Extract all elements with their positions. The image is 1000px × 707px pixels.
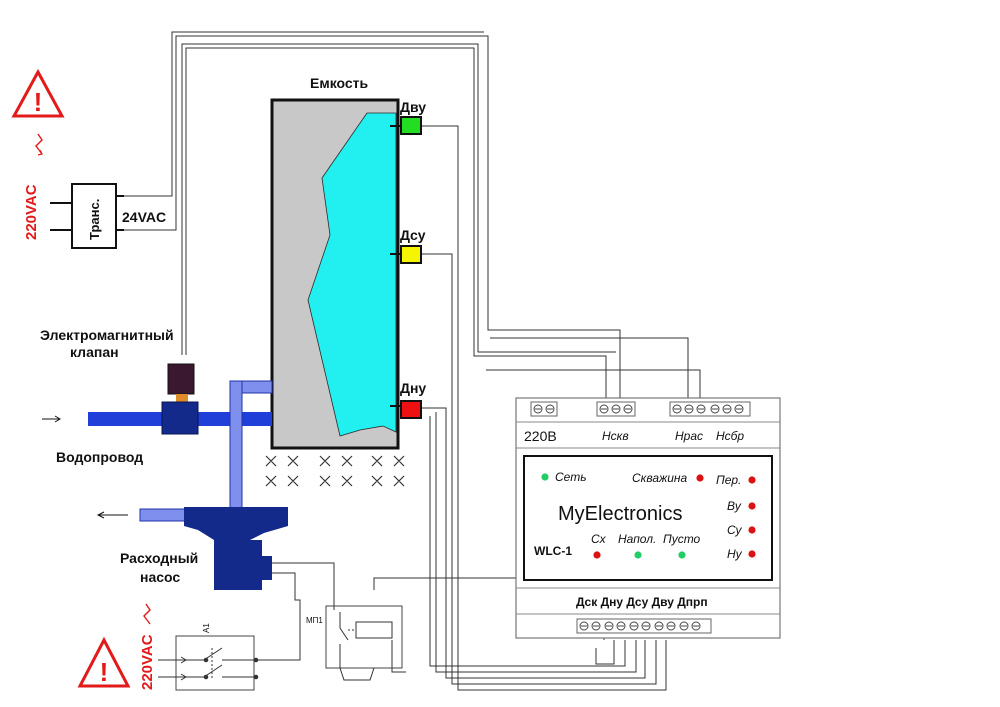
led-per-label: Пер. bbox=[716, 473, 741, 487]
terminal-block-top-right bbox=[669, 401, 751, 417]
breaker-a1 bbox=[158, 635, 259, 691]
svg-text:!: ! bbox=[100, 657, 109, 687]
relay-mp1 bbox=[325, 605, 403, 681]
led-sx-label: Сх bbox=[591, 532, 607, 546]
sensor-top bbox=[390, 116, 422, 135]
warning-icon-top: ! bbox=[11, 68, 65, 118]
water-volume bbox=[307, 112, 397, 437]
sensor-low-label: Дну bbox=[400, 380, 426, 396]
led-set-label: Сеть bbox=[555, 470, 587, 484]
led-well-label: Скважина bbox=[632, 471, 688, 485]
led-vu-label: Ву bbox=[727, 499, 742, 513]
valve-label-line1: Электромагнитный bbox=[40, 327, 174, 343]
terminal-hsbr-label: Нсбр bbox=[716, 429, 744, 443]
voltage-top-label: 220VAC bbox=[23, 184, 40, 240]
led-fill-label: Напол. bbox=[618, 532, 656, 546]
terminal-block-top-left bbox=[530, 401, 558, 417]
sensor-mid bbox=[390, 245, 422, 264]
relay-label: МП1 bbox=[306, 616, 323, 625]
model-label: WLC-1 bbox=[534, 544, 572, 558]
terminal-hras-label: Нрас bbox=[675, 429, 703, 443]
pump bbox=[184, 507, 288, 590]
led-nu bbox=[748, 550, 756, 558]
led-empty bbox=[678, 551, 686, 559]
tank-label: Емкость bbox=[310, 75, 369, 91]
led-nu-label: Ну bbox=[727, 547, 743, 561]
pump-label-line2: насос bbox=[140, 569, 180, 585]
sensor-low bbox=[390, 400, 422, 419]
led-per bbox=[748, 476, 756, 484]
led-su-label: Су bbox=[727, 523, 743, 537]
led-sx bbox=[593, 551, 601, 559]
breaker-label: А1 bbox=[202, 623, 211, 633]
warning-icon-bottom: ! bbox=[77, 636, 131, 688]
sensor-top-label: Дву bbox=[400, 99, 426, 115]
voltage-bottom-label: 220VAC bbox=[139, 634, 156, 690]
led-vu bbox=[748, 502, 756, 510]
tank-supports bbox=[265, 455, 405, 487]
valve-label-line2: клапан bbox=[70, 344, 119, 360]
terminal-hskv-label: Нскв bbox=[602, 429, 629, 443]
terminal-block-top-hskv bbox=[596, 401, 636, 417]
transformer-label: Транс. bbox=[87, 199, 102, 240]
terminal-block-bottom bbox=[576, 618, 712, 634]
pump-label-line1: Расходный bbox=[120, 550, 198, 566]
tank bbox=[270, 98, 400, 450]
led-set bbox=[541, 473, 549, 481]
controller-wlc1 bbox=[515, 397, 781, 639]
brand-label: MyElectronics bbox=[558, 503, 682, 525]
led-su bbox=[748, 526, 756, 534]
svg-text:!: ! bbox=[34, 87, 43, 117]
solenoid-valve bbox=[161, 363, 199, 435]
voltage-24-label: 24VAC bbox=[122, 209, 166, 225]
lightning-icon-bottom bbox=[143, 603, 151, 625]
bottom-terminals-label: Дск Дну Дсу Дву Дпрп bbox=[576, 595, 708, 609]
lightning-icon-top bbox=[35, 133, 43, 156]
controller-voltage-label: 220В bbox=[524, 428, 557, 444]
water-supply-label: Водопровод bbox=[56, 449, 143, 465]
sensor-mid-label: Дсу bbox=[400, 227, 426, 243]
discharge-pipe bbox=[96, 380, 273, 522]
led-fill bbox=[634, 551, 642, 559]
transformer bbox=[50, 183, 124, 249]
led-well bbox=[696, 474, 704, 482]
led-empty-label: Пусто bbox=[663, 532, 701, 546]
